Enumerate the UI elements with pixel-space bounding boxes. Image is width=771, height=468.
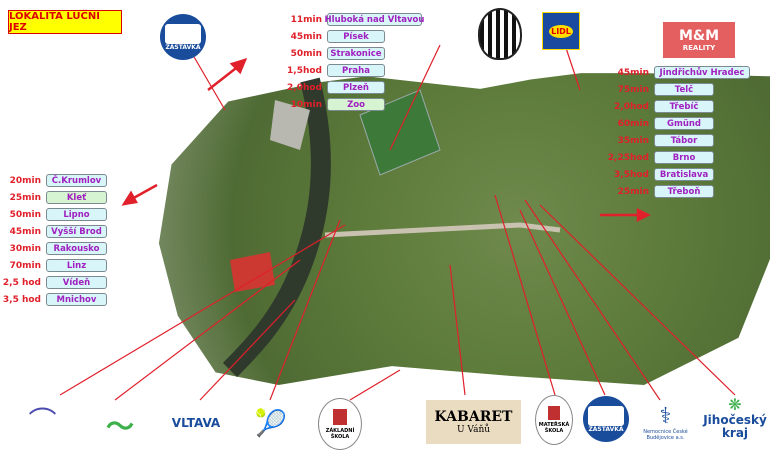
bus-icon <box>165 23 201 44</box>
south-bohemian-region-logo: ❋Jihočeský kraj <box>703 395 767 440</box>
hospital-logo: ⚕Nemocnice České Budějovice a.s. <box>643 404 688 441</box>
bus-icon <box>588 405 624 426</box>
stadium <box>359 89 441 176</box>
aquapark-logo: ⌒ <box>28 405 57 438</box>
mm-reality-logo: M&M REALITY <box>663 22 735 58</box>
direction-arrows <box>121 58 651 223</box>
lidl-logo: LIDL <box>542 12 580 50</box>
dynamo-club-logo <box>478 8 522 60</box>
plot-area <box>230 252 275 292</box>
bus-stop-logo: ZASTÁVKA <box>160 14 206 60</box>
road <box>324 222 561 238</box>
river-vltava <box>222 77 331 378</box>
elementary-school-logo: ZÁKLADNÍ ŠKOLA <box>318 398 362 450</box>
coat-of-arms-icon <box>548 406 560 420</box>
bus-stop-logo-bottom: ZASTÁVKA <box>583 396 629 442</box>
kindergarten-logo: MATEŘSKÁ ŠKOLA <box>535 395 573 445</box>
pointer-lines <box>59 44 736 401</box>
swimming-logo: 〜 <box>105 410 134 443</box>
region-emblem-icon: ❋ <box>728 395 742 415</box>
coat-of-arms-icon <box>333 408 347 425</box>
tennis-logo: 🎾 <box>254 409 288 439</box>
page-title: LOKALITA LUČNÍ JEZ <box>8 10 122 34</box>
vltava-logo: VLTAVA <box>171 416 221 430</box>
caduceus-icon: ⚕ <box>659 404 672 429</box>
buildings <box>270 100 310 150</box>
